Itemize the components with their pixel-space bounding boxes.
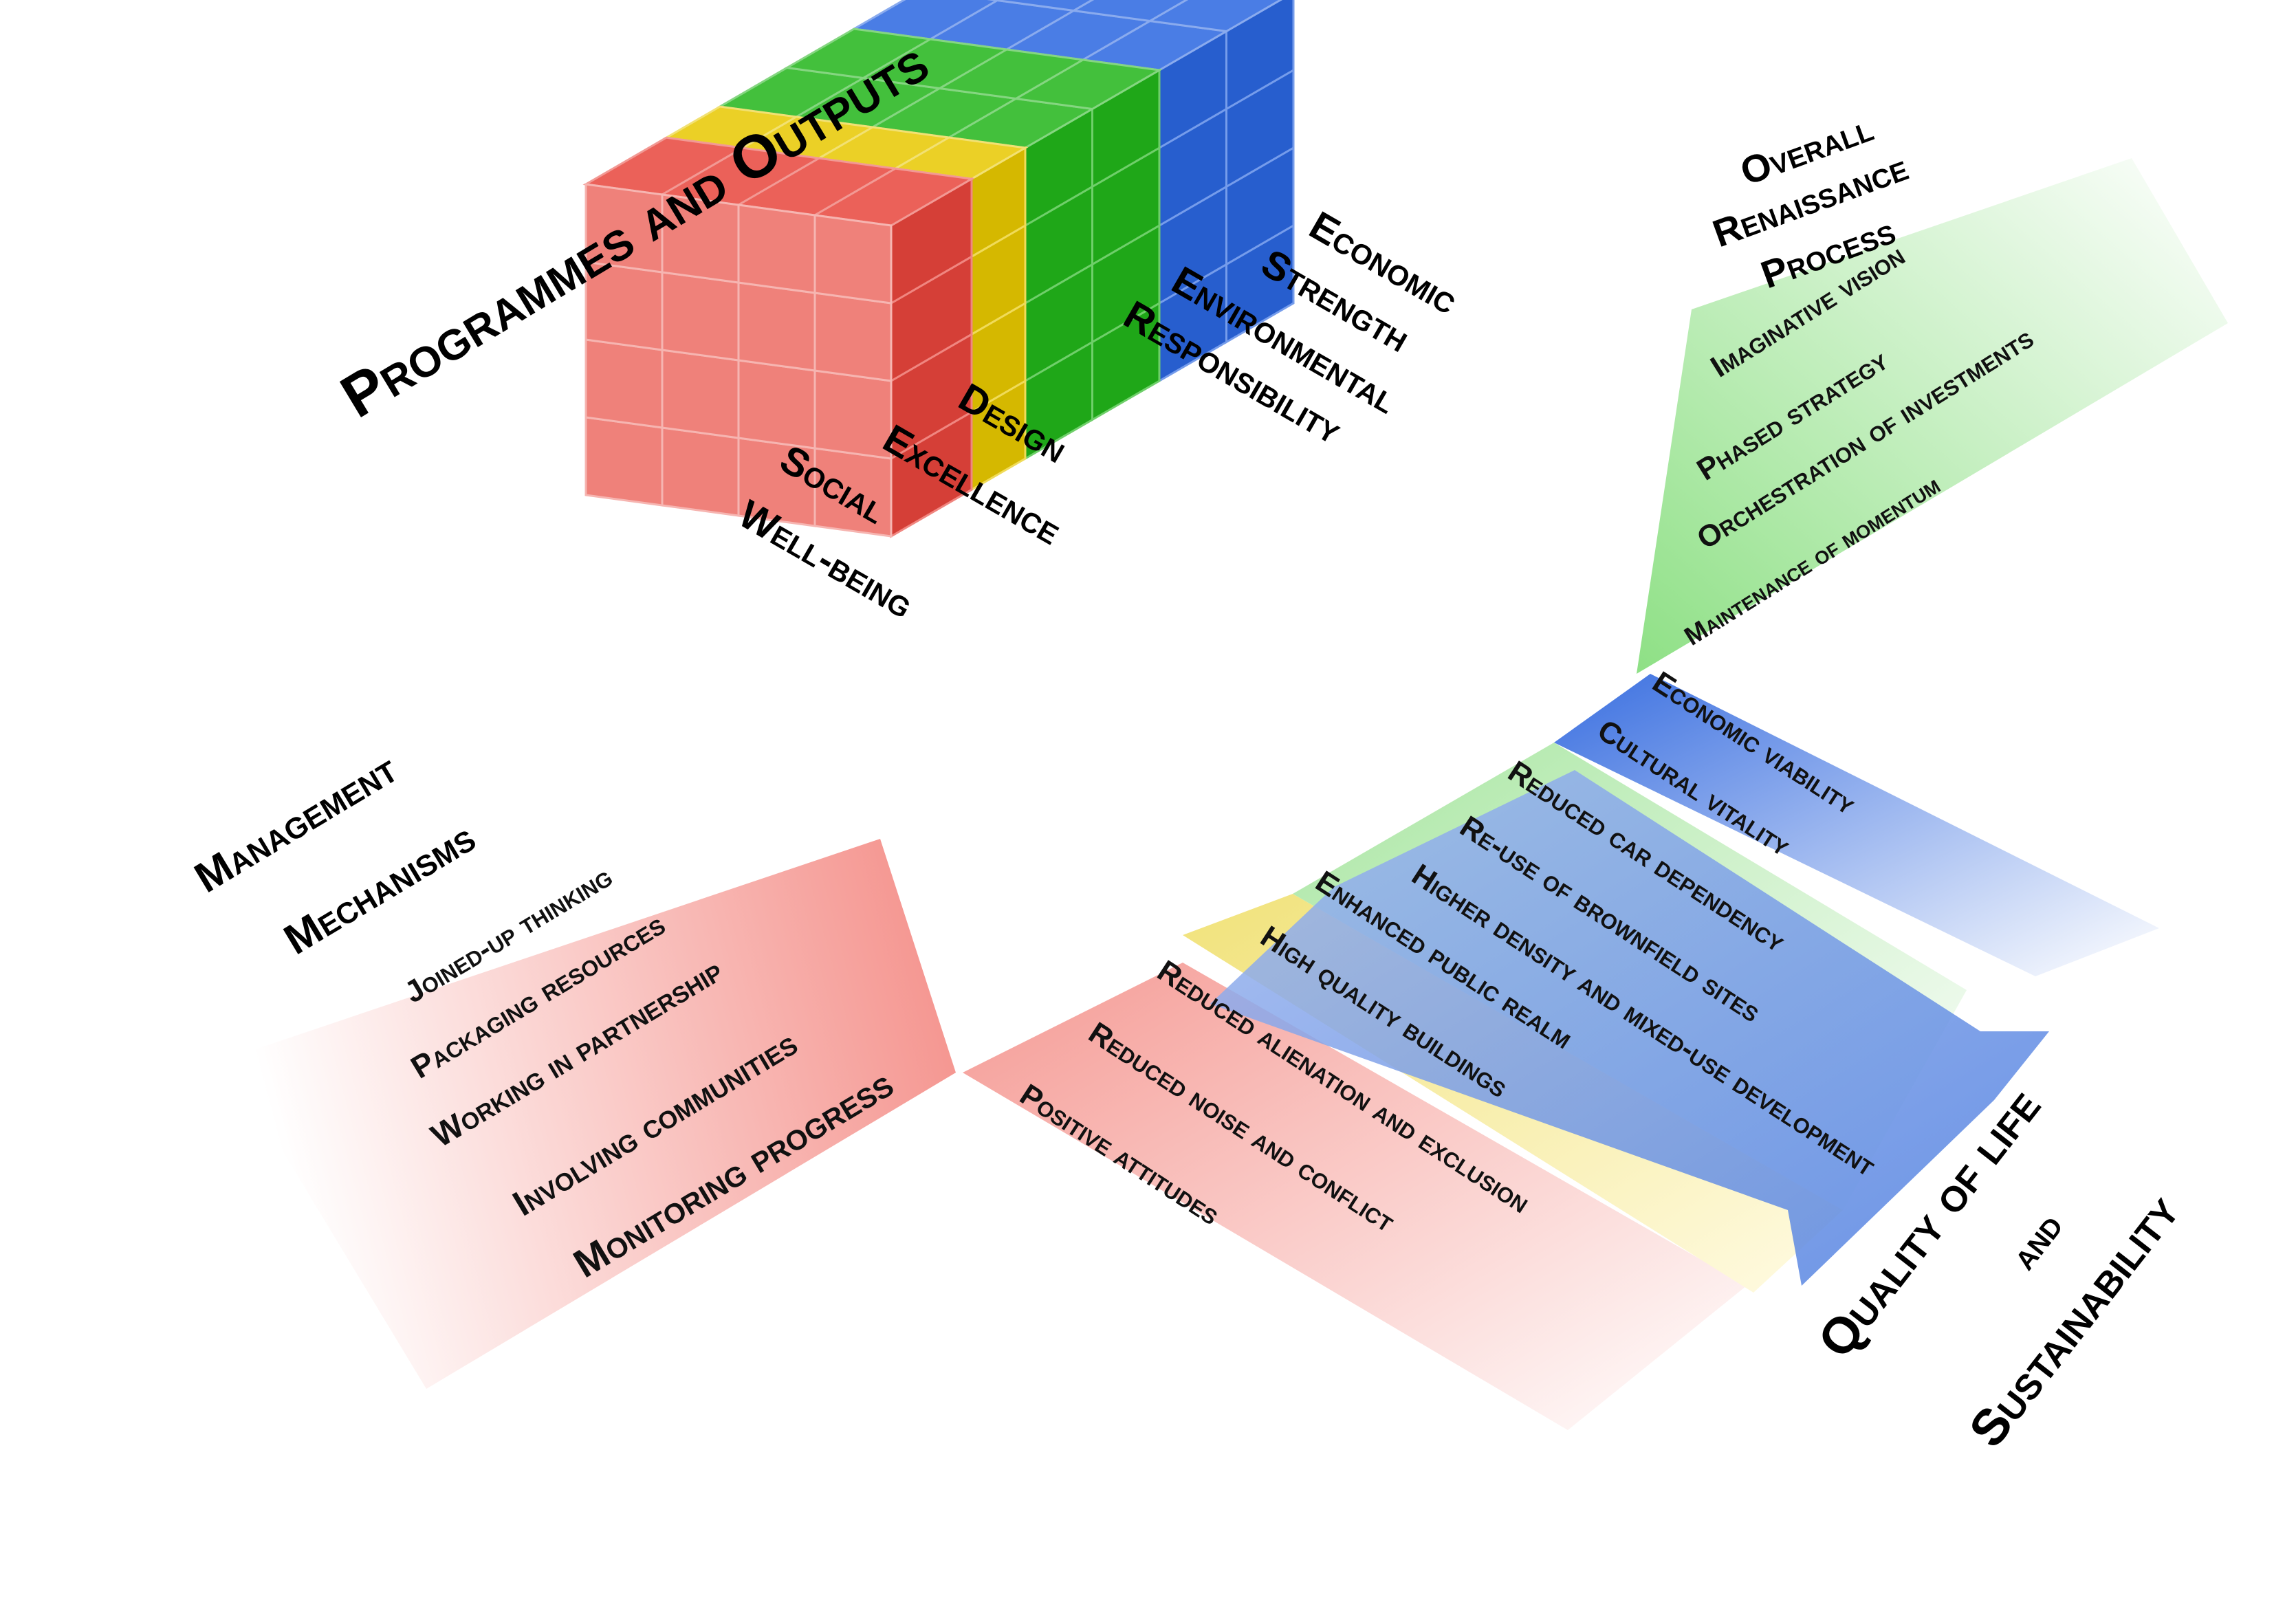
outcome-line2: and <box>2001 1205 2071 1277</box>
block-design-excellence <box>663 105 1029 492</box>
block-environmental-responsibility <box>717 28 1163 461</box>
cube-front <box>661 349 740 439</box>
quality-arrow <box>1210 770 2049 1286</box>
cube-top <box>1012 58 1163 111</box>
economic-output-ribbon <box>1554 674 2159 976</box>
management-ribbon <box>227 839 956 1389</box>
cube-front <box>584 338 664 429</box>
cube-front <box>813 292 893 382</box>
cube-side <box>1225 0 1295 111</box>
cube-front <box>661 426 740 517</box>
outcome-line3: Sustainability <box>1958 1183 2189 1458</box>
cube-front <box>737 204 816 294</box>
cube-front <box>737 359 816 450</box>
block-economic-strength <box>851 0 1295 383</box>
cube-top <box>1146 0 1283 33</box>
cube-blocks <box>582 0 1295 538</box>
cube-front <box>813 214 893 305</box>
cube-top <box>994 0 1095 12</box>
social-output-ribbon <box>963 963 1747 1430</box>
cube-front <box>661 271 740 362</box>
cube-front <box>813 369 893 460</box>
block-social-well-being <box>582 136 975 538</box>
cube-front <box>737 281 816 372</box>
cube-front <box>584 416 664 507</box>
renaissance-ribbon <box>1637 158 2228 674</box>
